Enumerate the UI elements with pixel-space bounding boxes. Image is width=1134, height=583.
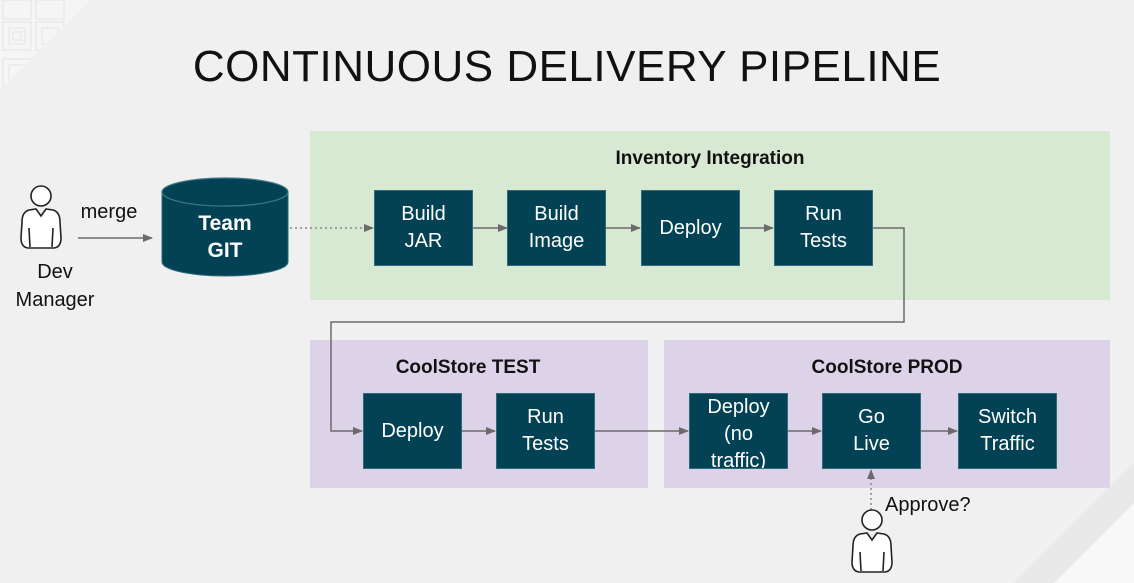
step-switch-traffic[interactable]: Switch Traffic (958, 393, 1057, 469)
decorative-pattern (0, 0, 90, 90)
stage-title: CoolStore PROD (811, 357, 963, 378)
step-deploy-no-traffic[interactable]: Deploy (no traffic) (689, 393, 788, 469)
step-run-tests-test[interactable]: Run Tests (496, 393, 595, 469)
step-deploy-test[interactable]: Deploy (363, 393, 462, 469)
decorative-diagonal (1014, 463, 1134, 583)
step-build-jar[interactable]: Build JAR (374, 190, 473, 266)
step-go-live[interactable]: Go Live (822, 393, 921, 469)
approve-label: Approve? (885, 494, 971, 516)
step-run-tests-integration[interactable]: Run Tests (774, 190, 873, 266)
stage-coolstore-test: CoolStore TEST (310, 340, 648, 488)
step-build-image[interactable]: Build Image (507, 190, 606, 266)
step-deploy-integration[interactable]: Deploy (641, 190, 740, 266)
person-icon (20, 185, 62, 249)
merge-label: merge (80, 201, 138, 223)
stage-title: CoolStore TEST (395, 357, 541, 378)
person-icon (851, 509, 893, 573)
stage-title: Inventory Integration (615, 148, 805, 169)
page-title: CONTINUOUS DELIVERY PIPELINE (192, 42, 942, 91)
dev-manager-label: Dev Manager (15, 261, 95, 311)
repository-label: Team GIT (198, 212, 252, 262)
